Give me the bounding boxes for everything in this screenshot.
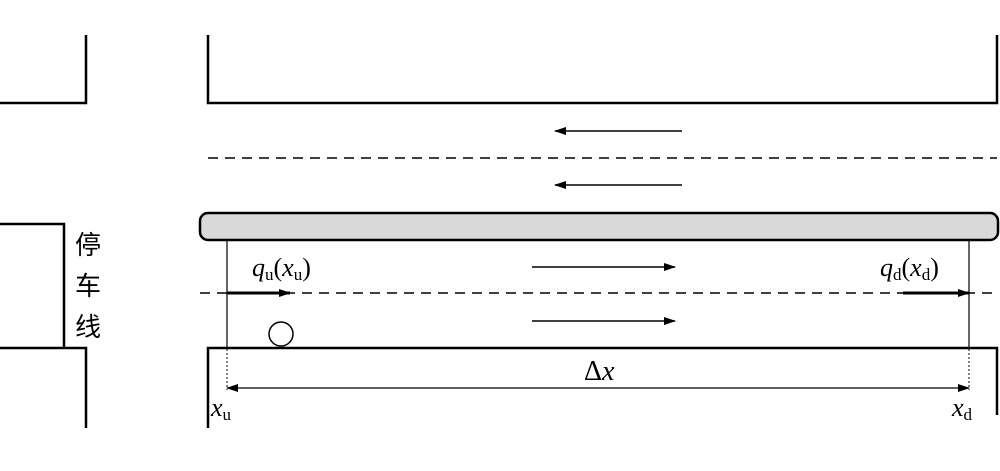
intersection-corner-top-left [0,35,88,105]
stop-line-char: 车 [75,272,101,302]
vehicle-icon [268,321,294,347]
median [198,211,1000,242]
downstream-position-label: xd [951,393,973,424]
segment-length-label: Δx [584,356,615,387]
road-bottom-edge [206,346,999,428]
stop-line-char: 线 [75,313,101,343]
upstream-flow-label: qu(xu) [252,253,311,284]
upstream-position-label: xu [210,393,232,424]
downstream-flow-label: qd(xd) [880,253,939,284]
intersection-corner-bottom-left [0,222,88,428]
stop-line-char: 停 [75,231,101,261]
road-top-edge [206,35,999,105]
